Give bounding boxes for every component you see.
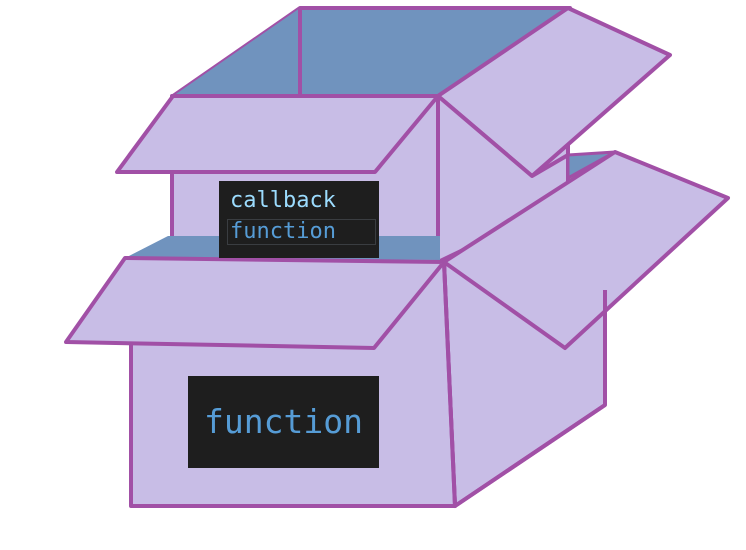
inner-function-text: function	[227, 219, 376, 245]
inner-box-left-flap	[115, 94, 440, 174]
outer-box-left-flap	[64, 256, 446, 350]
outer-box-right-flap	[442, 150, 730, 350]
callback-function-label: callback function	[219, 181, 379, 258]
callback-text: callback	[230, 188, 336, 213]
inner-box-interior-left	[173, 8, 300, 96]
outer-box-inner-tab	[566, 150, 617, 180]
outer-function-text: function	[204, 402, 363, 441]
function-label: function	[188, 376, 379, 468]
